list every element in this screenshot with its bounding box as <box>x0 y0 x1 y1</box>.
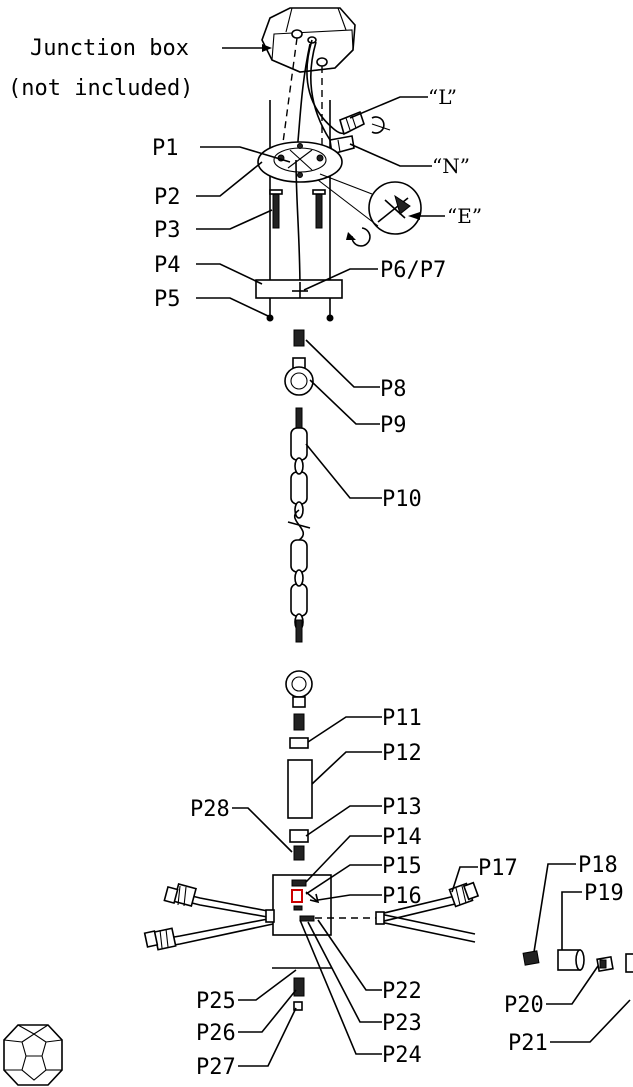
stem-tube <box>287 759 313 819</box>
label-p5: P5 <box>154 287 181 312</box>
mounting-screw-right <box>312 189 326 229</box>
label-p16: P16 <box>382 884 422 909</box>
bulb-thread <box>522 950 540 966</box>
label-p28: P28 <box>190 797 230 822</box>
threaded-nipple <box>293 329 305 347</box>
socket-left-upper <box>163 882 198 908</box>
label-p13: P13 <box>382 795 422 820</box>
label-p14: P14 <box>382 825 422 850</box>
label-p15: P15 <box>382 854 422 879</box>
junction-box-note: (not included) <box>8 76 193 101</box>
bottom-nipple <box>293 977 305 997</box>
cap-nut-right <box>326 314 334 322</box>
finial-cap <box>293 1001 303 1011</box>
rotate-arrow-icon <box>371 116 385 134</box>
cap-nut-left <box>266 314 274 322</box>
label-p9: P9 <box>380 413 407 438</box>
label-p19: P19 <box>584 881 624 906</box>
label-p11: P11 <box>382 706 422 731</box>
crystal-ball-icon <box>3 1024 63 1086</box>
socket-shell <box>557 949 585 971</box>
label-p4: P4 <box>154 253 181 278</box>
chain <box>287 407 311 643</box>
socket-right <box>448 881 480 908</box>
label-p17: P17 <box>478 856 518 881</box>
label-p6-p7: P6/P7 <box>380 258 446 283</box>
ground-screw-detail <box>368 181 422 235</box>
label-p21: P21 <box>508 1031 548 1056</box>
label-p1: P1 <box>152 136 179 161</box>
junction-box-label: Junction box <box>30 36 189 61</box>
label-p26: P26 <box>196 1021 236 1046</box>
crystal-cup <box>625 953 633 973</box>
label-p22: P22 <box>382 979 422 1004</box>
label-p10: P10 <box>382 487 422 512</box>
label-p24: P24 <box>382 1043 422 1068</box>
threaded-nipple-body <box>293 845 305 861</box>
rotate-arrow-icon <box>351 227 371 247</box>
mounting-plate <box>257 141 343 183</box>
label-p12: P12 <box>382 741 422 766</box>
stem-nut <box>289 829 309 843</box>
label-p23: P23 <box>382 1011 422 1036</box>
socket-ring <box>596 955 614 973</box>
label-p2: P2 <box>154 185 181 210</box>
label-p3: P3 <box>154 218 181 243</box>
label-p20: P20 <box>504 993 544 1018</box>
label-p8: P8 <box>380 377 407 402</box>
wire-label-n: “N” <box>432 154 470 178</box>
canopy <box>255 279 343 299</box>
threaded-nipple-lower <box>293 713 305 731</box>
label-p27: P27 <box>196 1055 236 1080</box>
label-p25: P25 <box>196 989 236 1014</box>
socket-left-lower <box>143 927 177 951</box>
wire-label-e: “E” <box>447 204 482 228</box>
loop-ring-lower <box>285 670 313 708</box>
wire-label-l: “L” <box>428 85 457 109</box>
label-p18: P18 <box>578 853 618 878</box>
loop-ring <box>284 357 314 396</box>
mounting-screw-left <box>269 189 283 229</box>
junction-box <box>261 7 356 73</box>
coupling-nut <box>289 737 309 749</box>
wire-nut-l <box>339 110 365 136</box>
arm-right <box>375 895 476 943</box>
